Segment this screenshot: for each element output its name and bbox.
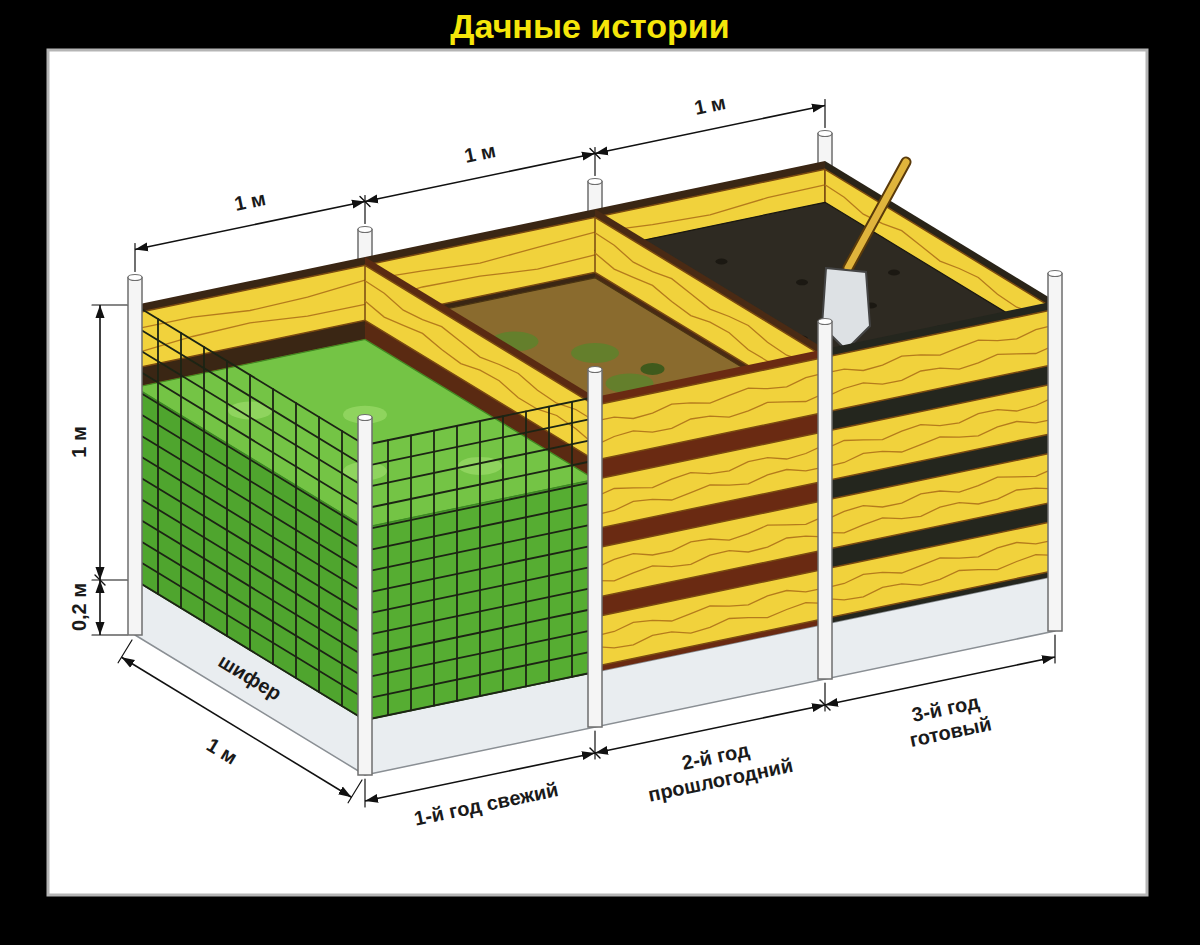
extension-line [824, 683, 825, 711]
wire-mesh [365, 651, 595, 699]
wood-grain [825, 468, 1055, 520]
extension-line [594, 731, 595, 759]
wood-grain [825, 488, 1055, 533]
wire-mesh [135, 432, 365, 572]
extension-line [364, 779, 365, 807]
post-top [1048, 271, 1062, 277]
wire-mesh [365, 587, 595, 635]
shovel-handle [848, 162, 906, 268]
wire-mesh [365, 482, 595, 530]
dimension-tick [590, 748, 600, 758]
compost-lump [716, 259, 728, 265]
wire-mesh [365, 630, 595, 678]
wire-mesh [365, 503, 595, 551]
page-title: Дачные истории [0, 6, 1180, 46]
wire-mesh [135, 390, 365, 530]
wire-mesh [135, 580, 365, 720]
post-top [358, 415, 372, 421]
wire-mesh [365, 524, 595, 572]
wire-mesh [365, 461, 595, 509]
extension-line [1054, 635, 1055, 663]
wood-grain [825, 555, 1055, 600]
post [358, 418, 372, 776]
post-top [818, 319, 832, 325]
wood-board [825, 309, 1055, 412]
dimension-tick [820, 700, 830, 710]
wire-mesh [135, 495, 365, 635]
post [128, 278, 142, 636]
board-gap [595, 349, 825, 672]
wire-mesh [135, 305, 365, 445]
compost-lump [796, 279, 808, 285]
white-panel [48, 50, 1147, 895]
wire-mesh [135, 453, 365, 593]
post [818, 322, 832, 680]
dimension-tick [590, 149, 600, 159]
post-top [358, 227, 372, 233]
wire-mesh [135, 538, 365, 678]
post-top [128, 275, 142, 281]
extension-line [824, 100, 825, 128]
wire-mesh [135, 369, 365, 509]
extension-line [92, 634, 127, 635]
dimension-label: 0,2 м [67, 583, 91, 631]
wire-mesh [135, 326, 365, 466]
wood-grain [825, 325, 1055, 373]
compost-lump [343, 406, 387, 424]
extension-line [594, 148, 595, 176]
extension-line [364, 196, 365, 224]
extension-line [92, 304, 127, 305]
wood-grain [825, 345, 1055, 397]
wire-mesh [365, 397, 595, 445]
shovel-handle [848, 162, 906, 268]
wood-grain [595, 603, 825, 648]
wood-grain [595, 588, 825, 636]
wire-mesh [365, 439, 595, 487]
post-top [588, 179, 602, 185]
wood-grain [595, 516, 825, 568]
wire-mesh [135, 474, 365, 614]
compost-lump [641, 363, 665, 375]
wood-grain [595, 536, 825, 581]
post-top [588, 367, 602, 373]
dimension-line [99, 305, 101, 580]
dimension-line [99, 580, 101, 635]
wood-grain [595, 393, 825, 445]
dimension-tick [95, 575, 105, 585]
wire-mesh [135, 411, 365, 551]
wood-board [595, 357, 825, 460]
wire-mesh [365, 418, 595, 466]
compost-lump [888, 270, 900, 276]
wire-mesh [365, 609, 595, 657]
wood-grain [595, 373, 825, 421]
wire-mesh [135, 347, 365, 487]
compost-lump [571, 343, 619, 363]
dimension-label: 1 м [67, 426, 91, 457]
wood-grain [825, 540, 1055, 588]
wire-mesh [365, 545, 595, 593]
post [1048, 274, 1062, 632]
wire-mesh [365, 566, 595, 614]
extension-line [92, 579, 127, 580]
extension-line [348, 780, 362, 803]
post-top [818, 131, 832, 137]
post [588, 370, 602, 728]
dimension-tick [360, 197, 370, 207]
board-gap [825, 301, 1055, 624]
extension-line [134, 244, 135, 272]
wire-mesh [365, 672, 595, 720]
wire-mesh [135, 517, 365, 657]
